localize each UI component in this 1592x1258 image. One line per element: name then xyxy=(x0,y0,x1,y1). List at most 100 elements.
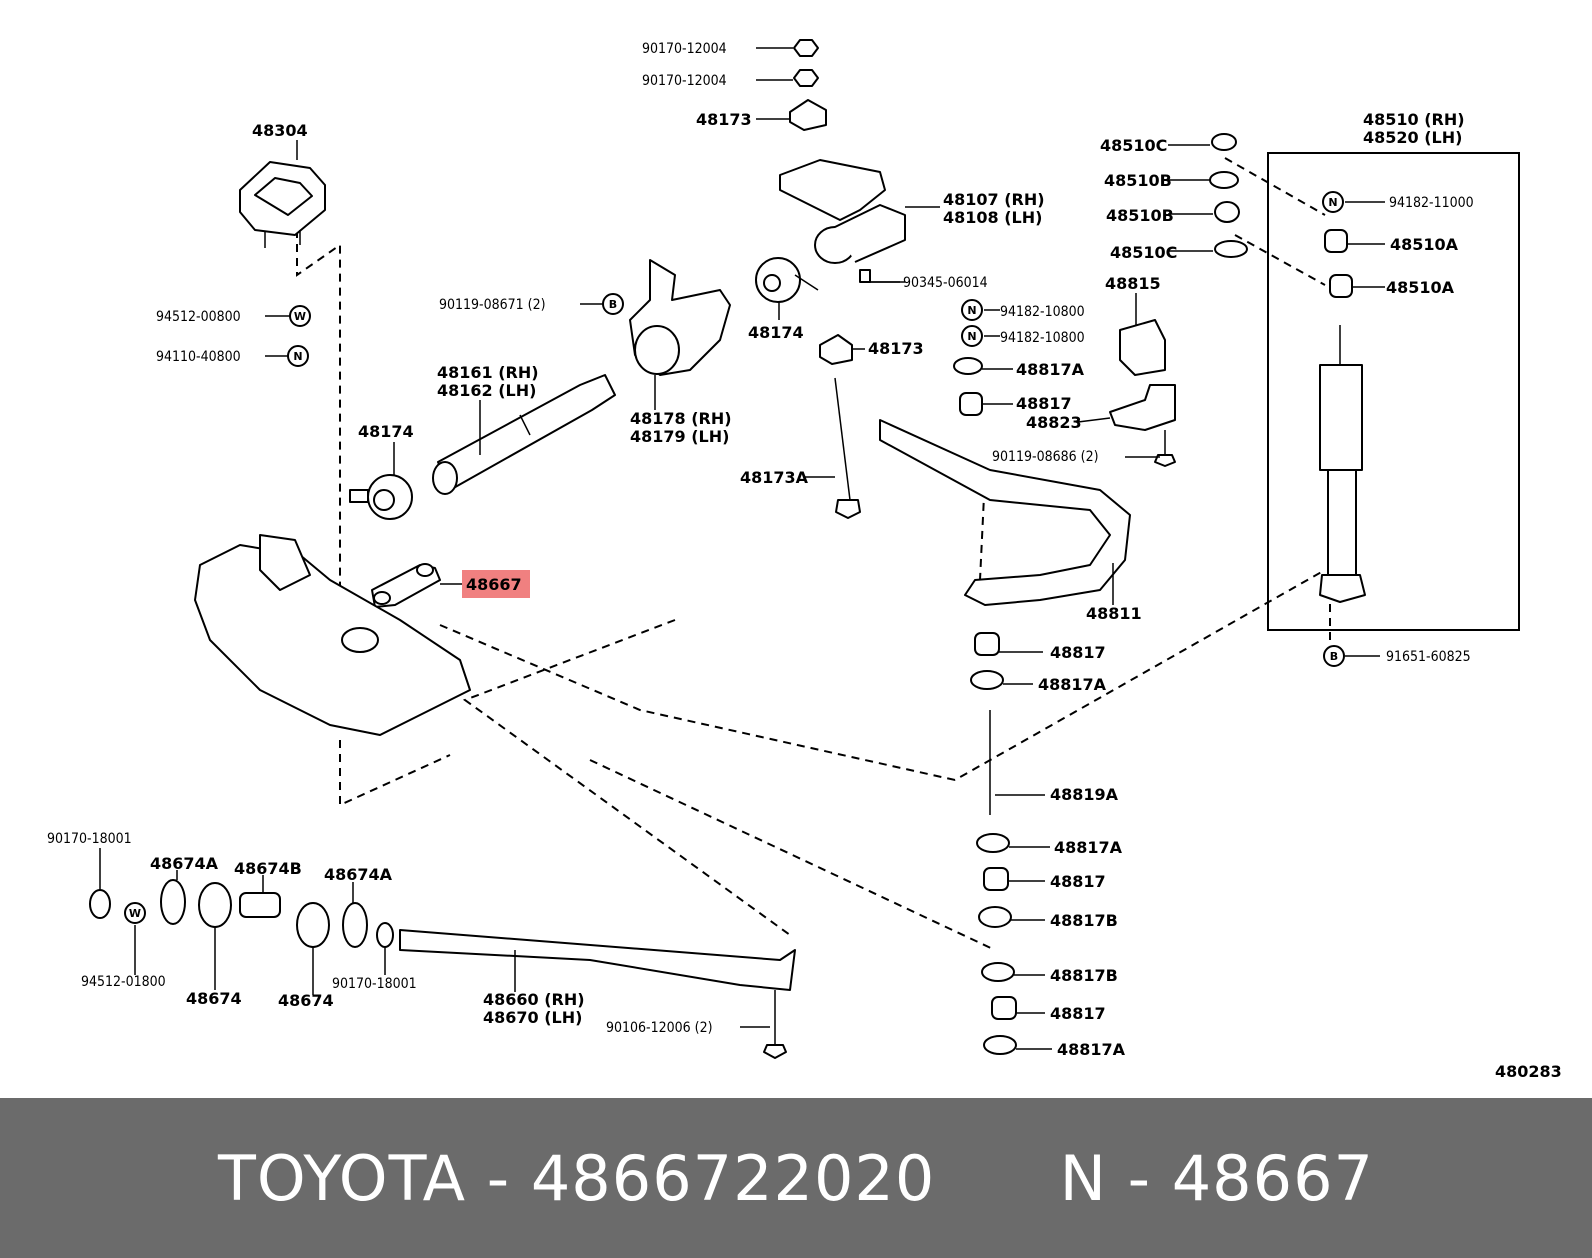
svg-text:N: N xyxy=(967,304,976,317)
shock-absorber-box xyxy=(1267,152,1520,631)
svg-text:W: W xyxy=(294,310,306,323)
label-48817A-c[interactable]: 48817A xyxy=(1054,838,1123,857)
highlight-box xyxy=(462,570,530,598)
label-48520-lh[interactable]: 48520 (LH) xyxy=(1363,128,1462,147)
label-90170-12004-a[interactable]: 90170-12004 xyxy=(642,41,727,57)
label-48510C-b[interactable]: 48510C xyxy=(1110,243,1177,262)
label-90170-12004-b[interactable]: 90170-12004 xyxy=(642,73,727,89)
label-48817-d[interactable]: 48817 xyxy=(1050,1004,1106,1023)
nut-n-icon-4: N xyxy=(1322,191,1344,213)
label-48108-lh[interactable]: 48108 (LH) xyxy=(943,208,1042,227)
label-48304[interactable]: 48304 xyxy=(252,121,308,140)
label-48510C-a[interactable]: 48510C xyxy=(1100,136,1167,155)
nut-n-icon-1: N xyxy=(287,345,309,367)
label-48510A-a[interactable]: 48510A xyxy=(1390,235,1459,254)
label-48823[interactable]: 48823 xyxy=(1026,413,1082,432)
label-94512-01800[interactable]: 94512-01800 xyxy=(81,974,166,990)
retainer-48173-top[interactable] xyxy=(789,99,827,131)
part-caption-text: TOYOTA - 4866722020 N - 48667 xyxy=(218,1141,1374,1215)
stack-48817[interactable] xyxy=(953,357,1017,1055)
nut-90170-12004-b[interactable] xyxy=(793,69,819,87)
label-48174-upper[interactable]: 48174 xyxy=(748,323,804,342)
label-94182-11000[interactable]: 94182-11000 xyxy=(1389,195,1474,211)
label-48817A-d[interactable]: 48817A xyxy=(1057,1040,1126,1059)
label-91651-60825[interactable]: 91651-60825 xyxy=(1386,649,1471,665)
label-48817B-a[interactable]: 48817B xyxy=(1050,911,1118,930)
label-94110-40800[interactable]: 94110-40800 xyxy=(156,349,241,365)
nut-n-icon-2: N xyxy=(961,299,983,321)
label-48660-rh[interactable]: 48660 (RH) xyxy=(483,990,585,1009)
stabilizer-bar-48811[interactable] xyxy=(879,419,1131,606)
nut-n-icon-3: N xyxy=(961,325,983,347)
lower-arm[interactable] xyxy=(194,534,471,736)
label-90170-18001-b[interactable]: 90170-18001 xyxy=(332,976,417,992)
label-48510B-a[interactable]: 48510B xyxy=(1104,171,1172,190)
label-48173A[interactable]: 48173A xyxy=(740,468,809,487)
anchor-arm-48174-lower[interactable] xyxy=(349,474,413,520)
label-48674A-a[interactable]: 48674A xyxy=(150,854,219,873)
label-48179-lh[interactable]: 48179 (LH) xyxy=(630,427,729,446)
nut-90170-12004-a[interactable] xyxy=(793,39,819,57)
engine-mount-48304[interactable] xyxy=(239,161,326,248)
label-48161-rh[interactable]: 48161 (RH) xyxy=(437,363,539,382)
label-94182-10800-b[interactable]: 94182-10800 xyxy=(1000,330,1085,346)
svg-text:N: N xyxy=(1328,196,1337,209)
label-48819A[interactable]: 48819A xyxy=(1050,785,1119,804)
bolt-90345-06014[interactable] xyxy=(859,269,905,283)
washer-w-icon-1: W xyxy=(289,305,311,327)
label-48817B-b[interactable]: 48817B xyxy=(1050,966,1118,985)
part-caption-bar: TOYOTA - 4866722020 N - 48667 xyxy=(0,1098,1592,1258)
label-94182-10800-a[interactable]: 94182-10800 xyxy=(1000,304,1085,320)
shock-absorber[interactable] xyxy=(1319,325,1366,603)
parts-diagram: W N B N N N B W xyxy=(47,39,1562,1081)
label-48510A-b[interactable]: 48510A xyxy=(1386,278,1455,297)
torsion-bar-48161[interactable] xyxy=(432,374,616,495)
arm-48667[interactable] xyxy=(371,563,441,608)
bushing-48815[interactable] xyxy=(1119,319,1166,376)
bracket-48823[interactable] xyxy=(1109,384,1176,431)
label-48173-top[interactable]: 48173 xyxy=(696,110,752,129)
bushing-48174-upper[interactable] xyxy=(755,257,819,303)
label-48178-rh[interactable]: 48178 (RH) xyxy=(630,409,732,428)
label-90119-08686[interactable]: 90119-08686 (2) xyxy=(992,449,1099,465)
label-48162-lh[interactable]: 48162 (LH) xyxy=(437,381,536,400)
leader-lines xyxy=(99,47,1385,1050)
label-90170-18001-a[interactable]: 90170-18001 xyxy=(47,831,132,847)
bracket-48178[interactable] xyxy=(629,259,731,376)
label-48674B[interactable]: 48674B xyxy=(234,859,302,878)
label-48510B-b[interactable]: 48510B xyxy=(1106,206,1174,225)
washer-w-icon-2: W xyxy=(124,902,146,924)
stud-48173A[interactable] xyxy=(834,377,861,519)
label-90345-06014[interactable]: 90345-06014 xyxy=(903,275,988,291)
label-48674-a[interactable]: 48674 xyxy=(186,989,242,1008)
retainer-48173-mid[interactable] xyxy=(819,334,853,365)
svg-text:B: B xyxy=(609,298,617,311)
label-48817-a[interactable]: 48817 xyxy=(1016,394,1072,413)
label-48811[interactable]: 48811 xyxy=(1086,604,1142,623)
part-labels: 90170-12004 90170-12004 48173 48304 4851… xyxy=(47,41,1562,1081)
label-48173-mid[interactable]: 48173 xyxy=(868,339,924,358)
label-48510-rh[interactable]: 48510 (RH) xyxy=(1363,110,1465,129)
bolt-b-icon-1: B xyxy=(602,293,624,315)
label-48674-b[interactable]: 48674 xyxy=(278,991,334,1010)
label-48107-rh[interactable]: 48107 (RH) xyxy=(943,190,1045,209)
bolt-90119-08686[interactable] xyxy=(1154,430,1176,467)
svg-text:N: N xyxy=(293,350,302,363)
label-94512-00800[interactable]: 94512-00800 xyxy=(156,309,241,325)
label-48674A-b[interactable]: 48674A xyxy=(324,865,393,884)
label-48174-lower[interactable]: 48174 xyxy=(358,422,414,441)
label-48817-c[interactable]: 48817 xyxy=(1050,872,1106,891)
label-48817A-a[interactable]: 48817A xyxy=(1016,360,1085,379)
label-48817-b[interactable]: 48817 xyxy=(1050,643,1106,662)
label-90106-12006[interactable]: 90106-12006 (2) xyxy=(606,1020,713,1036)
label-90119-08671[interactable]: 90119-08671 (2) xyxy=(439,297,546,313)
label-48817A-b[interactable]: 48817A xyxy=(1038,675,1107,694)
label-48670-lh[interactable]: 48670 (LH) xyxy=(483,1008,582,1027)
label-48815[interactable]: 48815 xyxy=(1105,274,1161,293)
svg-text:N: N xyxy=(967,330,976,343)
stack-48510[interactable] xyxy=(1209,133,1353,298)
label-48667[interactable]: 48667 xyxy=(466,575,522,594)
diagram-number: 480283 xyxy=(1495,1062,1562,1081)
bracket-48107[interactable] xyxy=(779,159,906,264)
svg-text:W: W xyxy=(129,907,141,920)
